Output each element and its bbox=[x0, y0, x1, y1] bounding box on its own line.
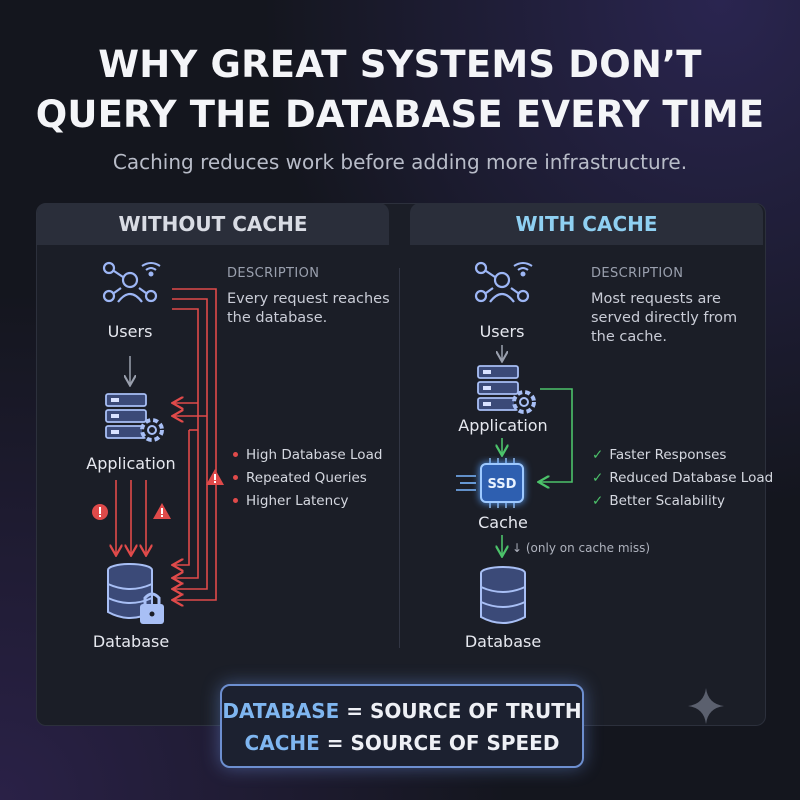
comparison-panel bbox=[36, 203, 766, 726]
without-cache-header: WITHOUT CACHE bbox=[37, 203, 389, 245]
benefit-item: ✓Faster Responses bbox=[592, 447, 727, 463]
with-cache-header: WITH CACHE bbox=[410, 203, 763, 245]
description-left: Every request reaches the database. bbox=[227, 291, 390, 326]
title-line-1: WHY GREAT SYSTEMS DON’T bbox=[98, 43, 702, 86]
database-lock-icon bbox=[107, 563, 164, 624]
users-label-right: Users bbox=[479, 322, 525, 341]
cache-label: Cache bbox=[478, 513, 528, 532]
benefit-item: ✓Reduced Database Load bbox=[592, 470, 774, 486]
ssd-chip-label: SSD bbox=[488, 477, 517, 492]
description-right: Most requests are served directly from t… bbox=[591, 291, 738, 345]
title-line-2: QUERY THE DATABASE EVERY TIME bbox=[35, 93, 765, 136]
users-label-left: Users bbox=[107, 322, 153, 341]
arrow-app-cache-loop bbox=[540, 388, 573, 482]
database-label-right: Database bbox=[464, 632, 542, 651]
issue-item: Higher Latency bbox=[233, 493, 349, 509]
page-subtitle: Caching reduces work before adding more … bbox=[112, 150, 688, 174]
callout-line-database: DATABASE = SOURCE OF TRUTH bbox=[222, 699, 582, 723]
benefit-item: ✓Better Scalability bbox=[592, 493, 726, 509]
column-divider bbox=[399, 268, 400, 648]
loop-1 bbox=[172, 288, 217, 600]
description-heading-left: DESCRIPTION bbox=[227, 266, 320, 281]
ssd-chip-icon: SSD bbox=[456, 458, 524, 508]
loop-7 bbox=[174, 430, 190, 565]
database-label-left: Database bbox=[92, 632, 170, 651]
description-heading-right: DESCRIPTION bbox=[591, 266, 684, 281]
server-gear-icon bbox=[477, 365, 536, 414]
server-gear-icon bbox=[105, 393, 164, 442]
database-icon bbox=[480, 566, 526, 624]
application-label-left: Application bbox=[86, 454, 176, 473]
callout-line-cache: CACHE = SOURCE OF SPEED bbox=[244, 731, 560, 755]
sparkle-icon bbox=[688, 688, 724, 724]
issue-item: Repeated Queries bbox=[233, 470, 367, 486]
warning-icon bbox=[153, 503, 171, 519]
application-label-right: Application bbox=[458, 416, 548, 435]
loop-2 bbox=[172, 298, 208, 589]
loop-3 bbox=[172, 308, 199, 578]
summary-callout: DATABASE = SOURCE OF TRUTH CACHE = SOURC… bbox=[220, 684, 584, 768]
users-icon bbox=[102, 261, 161, 303]
issue-item: High Database Load bbox=[233, 447, 382, 463]
users-icon bbox=[474, 261, 533, 303]
error-icon bbox=[92, 504, 108, 520]
cache-miss-note: ↓ (only on cache miss) bbox=[512, 541, 651, 555]
warning-icon bbox=[206, 469, 224, 485]
page-title: WHY GREAT SYSTEMS DON’T QUERY THE DATABA… bbox=[0, 40, 800, 140]
